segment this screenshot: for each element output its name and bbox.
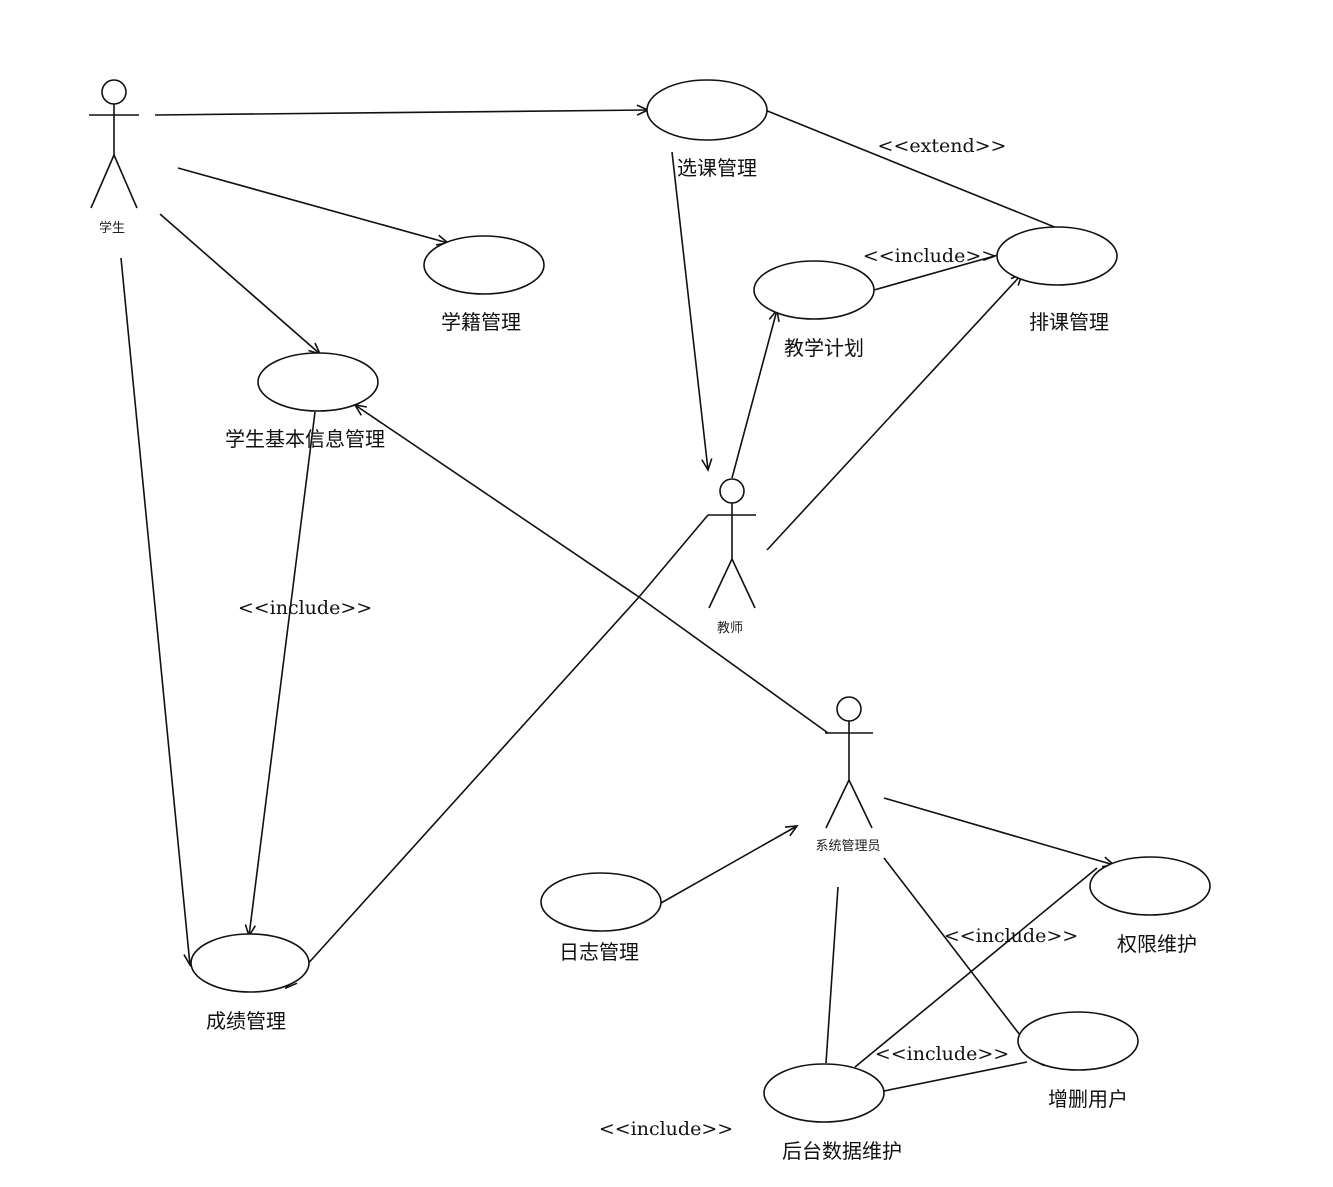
usecase-label-backend-data: 后台数据维护 (782, 1139, 902, 1163)
usecase-label-teaching-plan: 教学计划 (784, 336, 864, 360)
actor-leg-left (708, 558, 733, 609)
usecase-course-selection[interactable] (646, 79, 768, 141)
assoc-admin-permissions (883, 797, 1116, 868)
stereotype-include-loose: <<include>> (599, 1118, 733, 1140)
assoc-course-selection-teacher (671, 151, 713, 472)
assoc-log-admin (660, 825, 799, 904)
stereotype-include-admin-perm: <<include>> (944, 925, 1078, 947)
actor-label-student: 学生 (99, 220, 125, 236)
actor-head (101, 79, 127, 105)
include-backend-permissions (854, 867, 1098, 1068)
actor-head (836, 696, 862, 722)
usecase-scheduling[interactable] (996, 226, 1118, 286)
actor-label-teacher: 教师 (717, 620, 743, 636)
assoc-student-grades (120, 257, 195, 967)
actor-admin[interactable] (825, 696, 873, 829)
usecase-log[interactable] (540, 872, 662, 932)
include-plan-scheduling (873, 254, 999, 291)
usecase-enrollment[interactable] (423, 235, 545, 295)
usecase-teaching-plan[interactable] (753, 260, 875, 320)
usecase-label-scheduling: 排课管理 (1029, 310, 1109, 334)
usecase-label-course-selection: 选课管理 (677, 156, 757, 180)
usecase-label-enrollment: 学籍管理 (441, 310, 521, 334)
use-cases (190, 79, 1211, 1123)
usecase-label-student-info: 学生基本信息管理 (225, 427, 385, 451)
usecase-label-grades: 成绩管理 (206, 1009, 286, 1033)
actor-leg-left (90, 154, 115, 209)
usecase-grades[interactable] (190, 933, 310, 993)
assoc-teacher-scheduling (766, 272, 1024, 551)
stereotype-extend: <<extend>> (878, 135, 1007, 157)
assoc-admin-backend (825, 886, 839, 1064)
usecase-label-user-management: 增删用户 (1048, 1087, 1128, 1111)
actor-leg-left (825, 779, 850, 829)
usecase-user-management[interactable] (1017, 1011, 1139, 1071)
connectors (120, 104, 1116, 1092)
stereotype-include-info-grades: <<include>> (238, 597, 372, 619)
actor-leg-right (848, 779, 873, 829)
usecase-backend-data[interactable] (763, 1063, 885, 1123)
usecase-label-log: 日志管理 (559, 940, 639, 964)
assoc-student-enrollment (177, 167, 450, 246)
usecase-student-info[interactable] (257, 352, 379, 412)
stereotype-include-plan-schedule: <<include>> (863, 245, 997, 267)
assoc-student-course-selection (154, 104, 650, 116)
extend-course-selection-scheduling (764, 109, 1058, 229)
actor-student[interactable] (89, 79, 139, 209)
actor-label-admin: 系统管理员 (815, 839, 880, 854)
actor-teacher[interactable] (708, 478, 756, 609)
assoc-admin-user-management (883, 857, 1045, 1067)
usecase-label-permissions: 权限维护 (1117, 932, 1197, 956)
actor-head (719, 478, 745, 504)
actor-leg-right (113, 154, 138, 209)
usecase-permissions[interactable] (1089, 856, 1211, 916)
include-info-grades (244, 411, 316, 938)
assoc-admin-student-info (353, 403, 829, 734)
actor-leg-right (731, 558, 756, 609)
assoc-student-info (159, 213, 322, 356)
include-backend-user-management (883, 1061, 1028, 1092)
assoc-teacher-teaching-plan (731, 308, 780, 479)
stereotype-include-backend-user: <<include>> (875, 1043, 1009, 1065)
